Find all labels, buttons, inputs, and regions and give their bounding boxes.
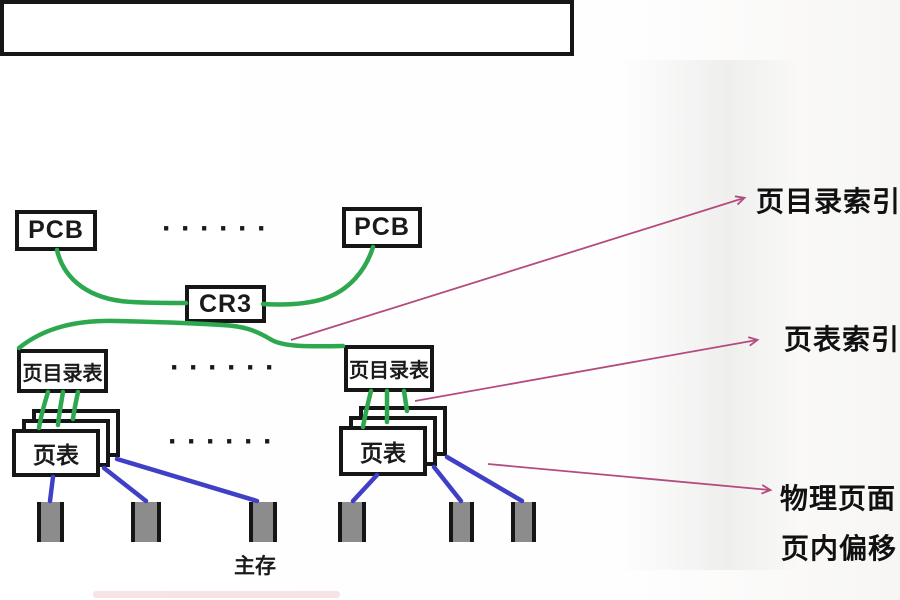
cr3-label: CR3 (198, 289, 252, 318)
memory-segment (37, 502, 64, 542)
link-pagetable-right-to-frame5 (431, 464, 464, 504)
memory-segment (449, 502, 474, 542)
memory-segment (131, 502, 161, 542)
label-physical-page: 物理页面 (780, 483, 897, 514)
memory-segment (249, 502, 277, 542)
memory-segment (511, 502, 536, 542)
memory-segment (338, 502, 366, 542)
ellipsis-middle: ······ (170, 351, 284, 384)
page-table-box-left: 页表 (12, 429, 100, 477)
main-memory-bar (0, 0, 574, 56)
pcb-right-label: PCB (354, 213, 410, 241)
link-pagetable-right-to-frame4 (350, 472, 380, 504)
page-table-right-label: 页表 (360, 440, 406, 466)
page-table-left-label: 页表 (33, 442, 79, 468)
label-page-table-index: 页表索引 (784, 324, 900, 355)
link-cr3-to-page-directories (16, 318, 346, 351)
shadow-artifact (615, 60, 800, 570)
pcb-box-left: PCB (15, 210, 97, 251)
page-directory-left-label: 页目录表 (22, 362, 103, 385)
ellipsis-bottom: ······ (168, 425, 282, 458)
label-page-offset: 页内偏移 (781, 533, 898, 564)
bottom-highlight-artifact (93, 591, 340, 598)
link-pagetable-left-to-frame2 (101, 465, 149, 504)
link-pcb-right-to-cr3 (260, 244, 376, 307)
link-pcb-left-to-cr3 (54, 247, 189, 306)
pcb-left-label: PCB (28, 216, 84, 244)
main-memory-label: 主存 (234, 555, 276, 578)
page-directory-box-left: 页目录表 (17, 349, 108, 393)
page-directory-right-label: 页目录表 (349, 360, 429, 382)
link-pagetable-left-to-frame1 (47, 474, 56, 504)
page-directory-box-right: 页目录表 (344, 345, 434, 392)
label-page-dir-index: 页目录索引 (756, 186, 900, 217)
cr3-register-box: CR3 (185, 285, 266, 323)
pcb-box-right: PCB (342, 207, 422, 248)
page-table-box-right: 页表 (339, 426, 427, 476)
link-pagetable-right-to-frame6 (444, 454, 525, 504)
ellipsis-top: ······ (162, 212, 276, 245)
link-pagetable-left-to-frame3 (114, 456, 260, 504)
